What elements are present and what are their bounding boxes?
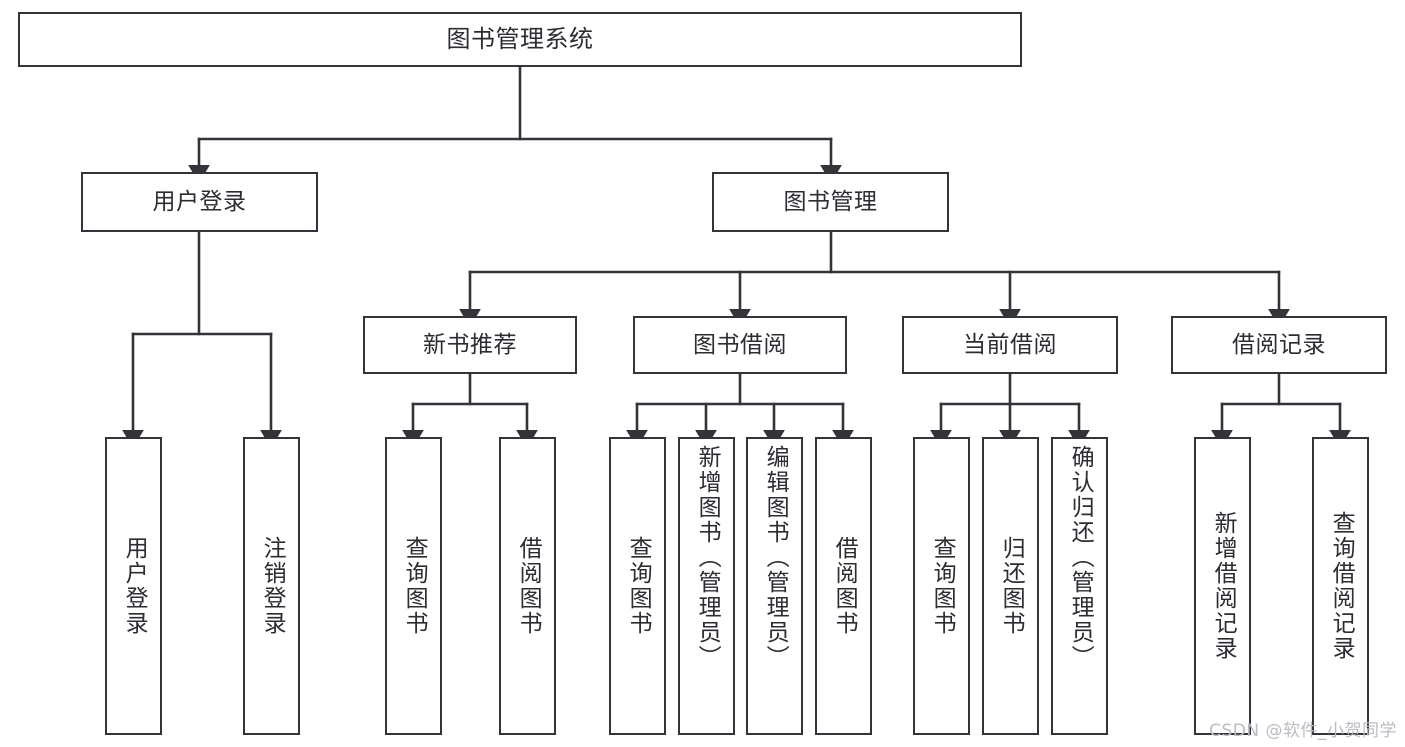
node-leaf-query-book-1-label: 查询图书 bbox=[401, 536, 428, 636]
node-leaf-add-book[interactable]: 新增图书（管理员） bbox=[678, 437, 735, 735]
node-leaf-return-book[interactable]: 归还图书 bbox=[982, 437, 1039, 735]
node-leaf-confirm-return[interactable]: 确认归还（管理员） bbox=[1051, 437, 1108, 735]
node-root-label: 图书管理系统 bbox=[446, 24, 594, 53]
node-user-login[interactable]: 用户登录 bbox=[81, 172, 318, 232]
node-new-book-recommend-label: 新书推荐 bbox=[423, 331, 517, 358]
node-leaf-borrow-book-1[interactable]: 借阅图书 bbox=[499, 437, 556, 735]
node-leaf-return-book-label: 归还图书 bbox=[998, 536, 1025, 636]
node-leaf-confirm-return-label: 确认归还（管理员） bbox=[1067, 445, 1094, 670]
node-borrow-record[interactable]: 借阅记录 bbox=[1171, 316, 1387, 374]
node-leaf-add-book-label: 新增图书（管理员） bbox=[694, 445, 721, 670]
node-leaf-add-borrow-record[interactable]: 新增借阅记录 bbox=[1194, 437, 1251, 735]
node-leaf-user-login[interactable]: 用户登录 bbox=[105, 437, 162, 735]
node-leaf-edit-book-label: 编辑图书（管理员） bbox=[762, 445, 789, 670]
node-leaf-query-book-3-label: 查询图书 bbox=[929, 536, 956, 636]
node-leaf-query-book-2[interactable]: 查询图书 bbox=[609, 437, 666, 735]
node-user-login-label: 用户登录 bbox=[152, 188, 247, 215]
node-current-borrow[interactable]: 当前借阅 bbox=[902, 316, 1118, 374]
node-leaf-borrow-book-2-label: 借阅图书 bbox=[831, 536, 858, 636]
node-leaf-query-book-3[interactable]: 查询图书 bbox=[913, 437, 970, 735]
watermark: CSDN @软件_小贺同学 bbox=[1209, 721, 1397, 741]
node-book-management-label: 图书管理 bbox=[783, 188, 878, 215]
node-book-borrow-label: 图书借阅 bbox=[693, 331, 787, 358]
node-leaf-query-book-2-label: 查询图书 bbox=[625, 536, 652, 636]
node-book-management[interactable]: 图书管理 bbox=[712, 172, 949, 232]
node-leaf-add-borrow-record-label: 新增借阅记录 bbox=[1210, 511, 1237, 661]
node-leaf-query-book-1[interactable]: 查询图书 bbox=[385, 437, 442, 735]
node-new-book-recommend[interactable]: 新书推荐 bbox=[363, 316, 577, 374]
node-leaf-query-borrow-record[interactable]: 查询借阅记录 bbox=[1312, 437, 1369, 735]
node-book-borrow[interactable]: 图书借阅 bbox=[633, 316, 847, 374]
node-leaf-user-login-label: 用户登录 bbox=[121, 536, 148, 636]
node-leaf-borrow-book-1-label: 借阅图书 bbox=[515, 536, 542, 636]
node-leaf-borrow-book-2[interactable]: 借阅图书 bbox=[815, 437, 872, 735]
node-borrow-record-label: 借阅记录 bbox=[1232, 331, 1326, 358]
node-root[interactable]: 图书管理系统 bbox=[18, 12, 1022, 67]
node-leaf-logout-login-label: 注销登录 bbox=[259, 536, 286, 636]
node-leaf-logout-login[interactable]: 注销登录 bbox=[243, 437, 300, 735]
node-leaf-edit-book[interactable]: 编辑图书（管理员） bbox=[746, 437, 803, 735]
node-current-borrow-label: 当前借阅 bbox=[963, 331, 1057, 358]
node-leaf-query-borrow-record-label: 查询借阅记录 bbox=[1328, 511, 1355, 661]
